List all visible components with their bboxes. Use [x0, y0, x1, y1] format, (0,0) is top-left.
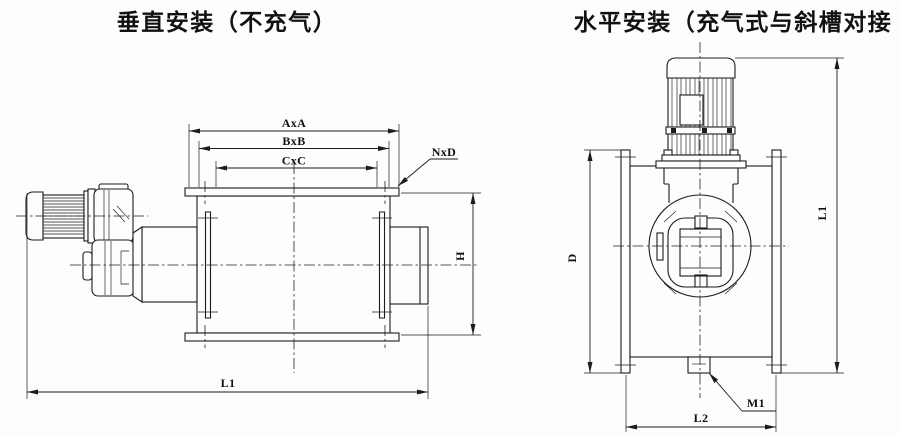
- dim-label-nxd: NxD: [432, 145, 457, 159]
- valve-housing-side: [184, 187, 429, 342]
- left-view: AxA BxB CxC NxD H L1: [16, 116, 481, 399]
- internal-flange-right: [372, 211, 392, 319]
- motor-base-lower: [655, 160, 747, 169]
- side-tab: [656, 232, 664, 261]
- dim-label-m1: M1: [747, 396, 765, 410]
- dimension-h: H: [401, 192, 481, 336]
- leader-m1: M1: [708, 372, 776, 412]
- motor-base-upper: [661, 154, 741, 162]
- shaft-hub: [679, 228, 722, 277]
- valve-housing-front: [615, 149, 787, 374]
- dim-label-axa: AxA: [282, 116, 307, 130]
- centerlines-right-view: [613, 42, 789, 398]
- bearing-cylinder: [389, 226, 429, 305]
- shaft-end-cap: [82, 251, 93, 281]
- left-view-title: 垂直安装（不充气）: [117, 9, 338, 35]
- inlet-neck-cylinder: [141, 226, 198, 303]
- corner-ticks: [663, 210, 738, 295]
- drain-plug: [687, 356, 711, 374]
- flange-bolt-ticks: [615, 156, 787, 366]
- motor-top-cap: [666, 57, 736, 79]
- gear-lower-detail: [104, 241, 129, 295]
- dimension-bxb: BxB: [198, 134, 390, 187]
- dim-label-l1: L1: [815, 206, 829, 221]
- housing-body: [196, 195, 391, 334]
- dimension-l1-left-view: L1: [26, 193, 429, 399]
- dim-label-bxb: BxB: [282, 134, 305, 148]
- neck-flange: [132, 225, 143, 304]
- centerlines-left-view: [16, 163, 478, 373]
- side-flange-right: [771, 149, 782, 374]
- dimension-d: D: [565, 149, 622, 374]
- bolt-centerlines: [204, 181, 386, 348]
- motor-body: [40, 194, 85, 239]
- dimension-l1-right-view: L1: [735, 57, 844, 374]
- dim-label-l1: L1: [221, 376, 236, 390]
- leader-nxd: NxD: [397, 145, 458, 187]
- bottom-flange: [184, 332, 400, 342]
- gear-lower-housing: [91, 239, 135, 297]
- dimension-cxc: CxC: [215, 154, 378, 187]
- motor-pedestal: [663, 168, 739, 203]
- dim-label-cxc: CxC: [282, 154, 307, 168]
- motor-fins: [41, 197, 84, 235]
- dim-label-l2: L2: [694, 411, 709, 425]
- dimension-l2: L2: [625, 375, 777, 432]
- side-flange-left: [620, 149, 631, 374]
- dimension-axa: AxA: [188, 116, 400, 187]
- key-slot-top: [694, 215, 708, 229]
- hub-lines: [680, 236, 721, 269]
- internal-flange-left: [198, 211, 218, 319]
- key-slot-bottom: [694, 274, 708, 288]
- junction-box: [679, 94, 704, 126]
- dim-label-d: D: [565, 253, 579, 262]
- vertical-motor: [655, 57, 747, 203]
- drive-motor-assembly: [25, 183, 198, 304]
- right-view-title: 水平安装（充气式与斜槽对接: [574, 9, 893, 35]
- top-flange: [184, 187, 400, 197]
- right-view: D L1 L2 M1: [565, 42, 844, 432]
- dim-label-h: H: [453, 251, 467, 261]
- clamp-band: [665, 126, 736, 135]
- fan-cover: [25, 191, 44, 241]
